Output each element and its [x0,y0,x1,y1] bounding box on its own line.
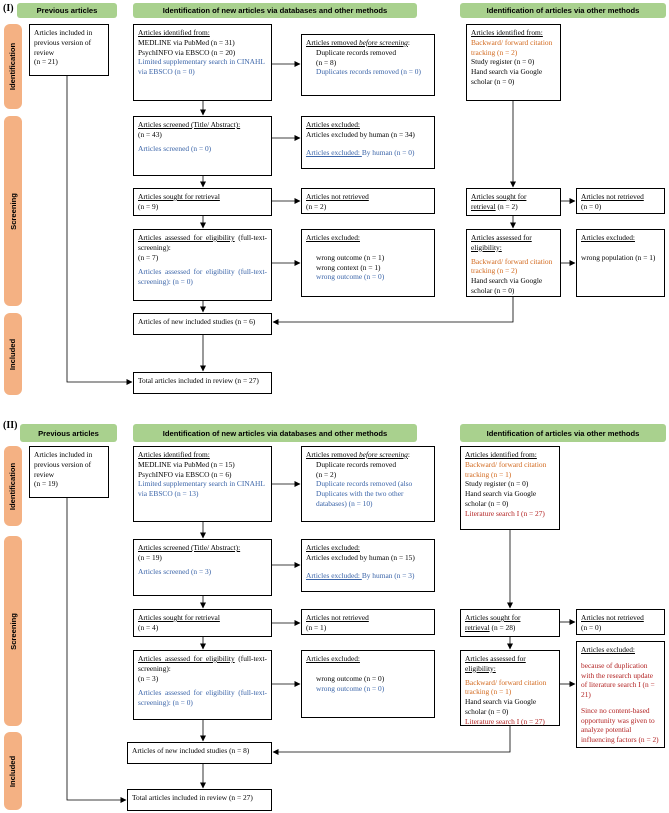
other-excluded-box: Articles excluded: because of duplicatio… [576,641,665,748]
screened-box: Articles screened (Title/ Abstract): (n … [133,116,272,176]
total-included-box: Total articles included in review (n = 2… [127,789,272,811]
side-screening: Screening [4,536,22,726]
header-previous-articles: Previous articles [17,3,117,18]
other-assessed-box: Articles assessed for eligibility: Backw… [466,229,561,297]
removed-before-screening-box: Articles removed before screening: Dupli… [301,446,435,522]
excluded-eligibility-box: Articles excluded: wrong outcome (n = 1)… [301,229,435,297]
excluded-eligibility-box: Articles excluded: wrong outcome (n = 0)… [301,650,435,718]
removed-before-screening-box: Articles removed before screening: Dupli… [301,34,435,96]
sought-retrieval-box: Articles sought for retrieval (n = 4) [133,609,272,637]
total-included-box: Total articles included in review (n = 2… [133,372,272,394]
panel-label: (I) [3,3,14,14]
identified-box: Articles identified from: MEDLINE via Pu… [133,24,272,101]
other-not-retrieved-box: Articles not retrieved (n = 0) [576,188,665,214]
side-included: Included [4,732,22,810]
other-assessed-box: Articles assessed for eligibility: Backw… [460,650,560,726]
header-other-identification: Identification of articles via other met… [460,424,666,442]
assessed-eligibility-box: Articles assessed for eligibility (full-… [133,229,272,301]
previous-articles-box: Articles included in previous version of… [29,24,109,76]
assessed-eligibility-box: Articles assessed for eligibility (full-… [133,650,272,720]
header-database-identification: Identification of new articles via datab… [133,424,417,442]
other-sought-box: Articles sought for retrieval (n = 2) [466,188,561,216]
other-sought-box: Articles sought for retrieval (n = 28) [460,609,560,637]
new-included-box: Articles of new included studies (n = 8) [127,742,272,764]
not-retrieved-box: Articles not retrieved (n = 1) [301,609,435,635]
arrow [272,297,514,325]
arrow [66,498,127,803]
side-included: Included [4,313,22,395]
header-previous-articles: Previous articles [20,424,117,442]
new-included-box: Articles of new included studies (n = 6) [133,313,272,335]
screened-box: Articles screened (Title/ Abstract): (n … [133,539,272,596]
panel-label: (II) [3,420,18,431]
previous-articles-box: Articles included in previous version of… [29,446,109,498]
arrow [272,726,511,755]
header-database-identification: Identification of new articles via datab… [133,3,417,18]
other-excluded-box: Articles excluded: wrong population (n =… [576,229,665,297]
not-retrieved-box: Articles not retrieved (n = 2) [301,188,435,214]
arrow [66,76,133,385]
side-identification: Identification [4,446,22,526]
other-identified-box: Articles identified from: Backward/ forw… [466,24,561,101]
side-screening: Screening [4,116,22,306]
identified-box: Articles identified from: MEDLINE via Pu… [133,446,272,522]
side-identification: Identification [4,24,22,109]
header-other-identification: Identification of articles via other met… [460,3,666,18]
sought-retrieval-box: Articles sought for retrieval (n = 9) [133,188,272,216]
other-identified-box: Articles identified from: Backward/ forw… [460,446,560,530]
excluded-screening-box: Articles excluded: Articles excluded by … [301,116,435,169]
excluded-screening-box: Articles excluded: Articles excluded by … [301,539,435,592]
other-not-retrieved-box: Articles not retrieved (n = 0) [576,609,665,635]
